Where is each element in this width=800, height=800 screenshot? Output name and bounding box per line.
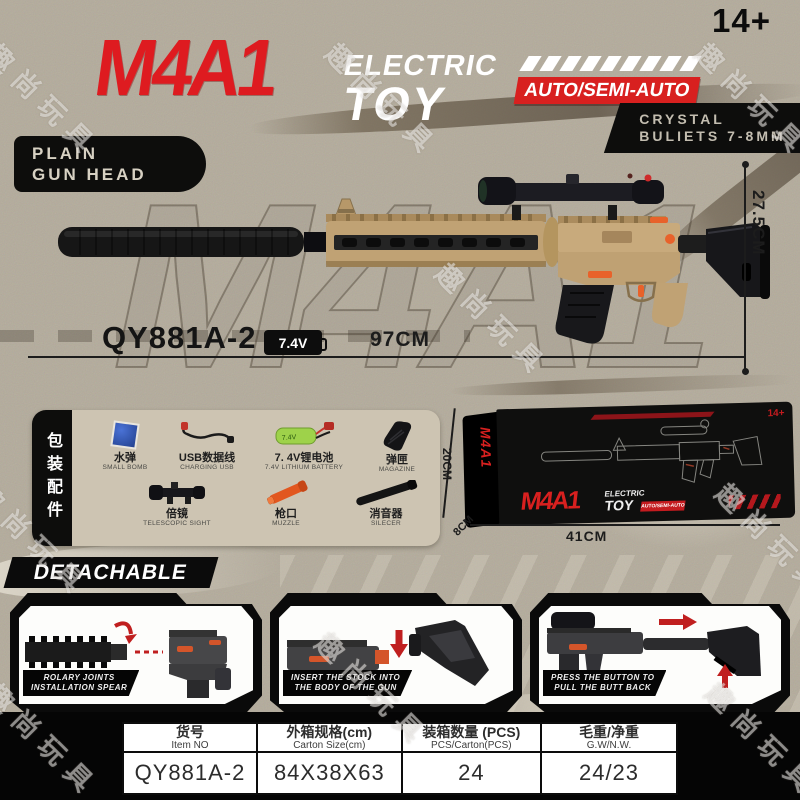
length-dimension-label: 97CM (370, 328, 431, 351)
accessory-small-bomb: 水弹 SMALL BOMB (90, 420, 160, 472)
detachable-banner-label: DETACHABLE (32, 560, 190, 584)
step-1-caption: ROLARY JOINTS INSTALLATION SPEAR (23, 670, 140, 696)
accessory-charging-usb: USB数据线 CHARGING USB (166, 420, 248, 472)
spec-header-weight: 毛重/净重 G.W/N.W. (542, 724, 676, 753)
box-logo-mode-band: AUTO/SEMI-AUTO (640, 500, 686, 512)
length-dimension-line (28, 356, 744, 358)
spec-header-carton-size: 外箱规格(cm) Carton Size(cm) (257, 724, 403, 753)
product-title: M4A1 (89, 23, 280, 112)
feature-right-line1: CRYSTAL (639, 111, 725, 127)
height-dimension-label: 27.5CM (749, 190, 768, 256)
mode-badge-label: AUTO/SEMI-AUTO (522, 79, 692, 101)
box-front-panel: 14+ M4A1 ELECTRIC TOY AUT (496, 401, 796, 526)
box-width-line (470, 524, 780, 526)
accessory-magazine: 弹匣 MAGAZINE (362, 420, 432, 474)
spec-value-item-no: QY881A-2 (124, 753, 258, 793)
silencer-icon (351, 479, 421, 506)
spec-value-pcs: 24 (403, 753, 543, 793)
feature-badge-plain-gun-head: PLAIN GUN HEAD (14, 136, 206, 192)
hazard-stripes (519, 56, 702, 71)
step-2-caption: INSERT THE STOCK INTO THE BODY OF THE GU… (283, 670, 413, 696)
scope-icon (145, 480, 209, 506)
instruction-panel-1: ROLARY JOINTS INSTALLATION SPEAR (10, 593, 262, 715)
model-number: QY881A-2 (102, 320, 257, 355)
subtitle-toy: TOY (339, 77, 451, 130)
water-beads-icon (110, 420, 140, 450)
usb-cable-icon (179, 420, 235, 450)
accessories-panel-title: 包装配件 (44, 432, 61, 524)
box-logo-title: M4A1 (519, 486, 582, 516)
mode-badge: AUTO/SEMI-AUTO (513, 77, 701, 104)
spec-value-weight: 24/23 (578, 760, 640, 785)
accessory-telescopic-sight: 倍镜 TELESCOPIC SIGHT (132, 480, 222, 528)
spec-value-carton-size: 84X38X63 (258, 753, 403, 793)
accessory-lithium-battery: 7.4V 7. 4V锂电池 7.4V LITHIUM BATTERY (254, 420, 354, 472)
accessories-panel-title-bar: 包装配件 (32, 410, 72, 546)
battery-pack-icon: 7.4V (272, 420, 336, 450)
step-3-caption: PRESS THE BUTTON TO PULL THE BUTT BACK (543, 670, 667, 696)
dimension-endpoint (742, 161, 749, 168)
battery-voltage: 7.4V (278, 334, 308, 351)
detachable-banner: DETACHABLE (3, 557, 219, 588)
spec-header-item-no: 货号 Item NO (124, 724, 258, 753)
spec-table: 货号 Item NO 外箱规格(cm) Carton Size(cm) 装箱数量… (122, 722, 678, 795)
battery-icon: 7.4V (264, 330, 327, 355)
dimension-endpoint (742, 368, 749, 375)
instruction-panel-2: INSERT THE STOCK INTO THE BODY OF THE GU… (270, 593, 522, 715)
feature-left-line2: GUN HEAD (32, 165, 147, 184)
box-height-label: 20CM (440, 448, 454, 481)
muzzle-icon (260, 480, 312, 506)
box-logo-toy: TOY (603, 496, 635, 514)
feature-right-line2: BULIETS 7-8MM (639, 128, 786, 144)
accessories-panel: 包装配件 水弹 SMALL BOMB USB数据线 CHARGING USB 7… (32, 410, 440, 546)
box-side-title: M4A1 (477, 426, 495, 469)
instruction-panel-3: PRESS THE BUTTON TO PULL THE BUTT BACK (530, 593, 790, 715)
packaging-box: 14+ M4A1 ELECTRIC TOY AUT (450, 393, 800, 552)
box-width-label: 41CM (566, 528, 608, 544)
accessory-muzzle: 枪口 MUZZLE (248, 480, 324, 528)
height-dimension-line (744, 164, 746, 370)
age-rating: 14+ (712, 2, 771, 39)
spec-header-pcs: 装箱数量 (PCS) PCS/Carton(PCS) (402, 724, 543, 753)
accessory-silencer: 消音器 SILECER (340, 479, 432, 528)
box-red-slashes (728, 493, 781, 510)
magazine-icon (380, 420, 414, 452)
svg-text:7.4V: 7.4V (282, 434, 297, 442)
feature-badge-crystal-bullets: CRYSTAL BULIETS 7-8MM (603, 103, 800, 153)
feature-left-line1: PLAIN (32, 144, 98, 163)
